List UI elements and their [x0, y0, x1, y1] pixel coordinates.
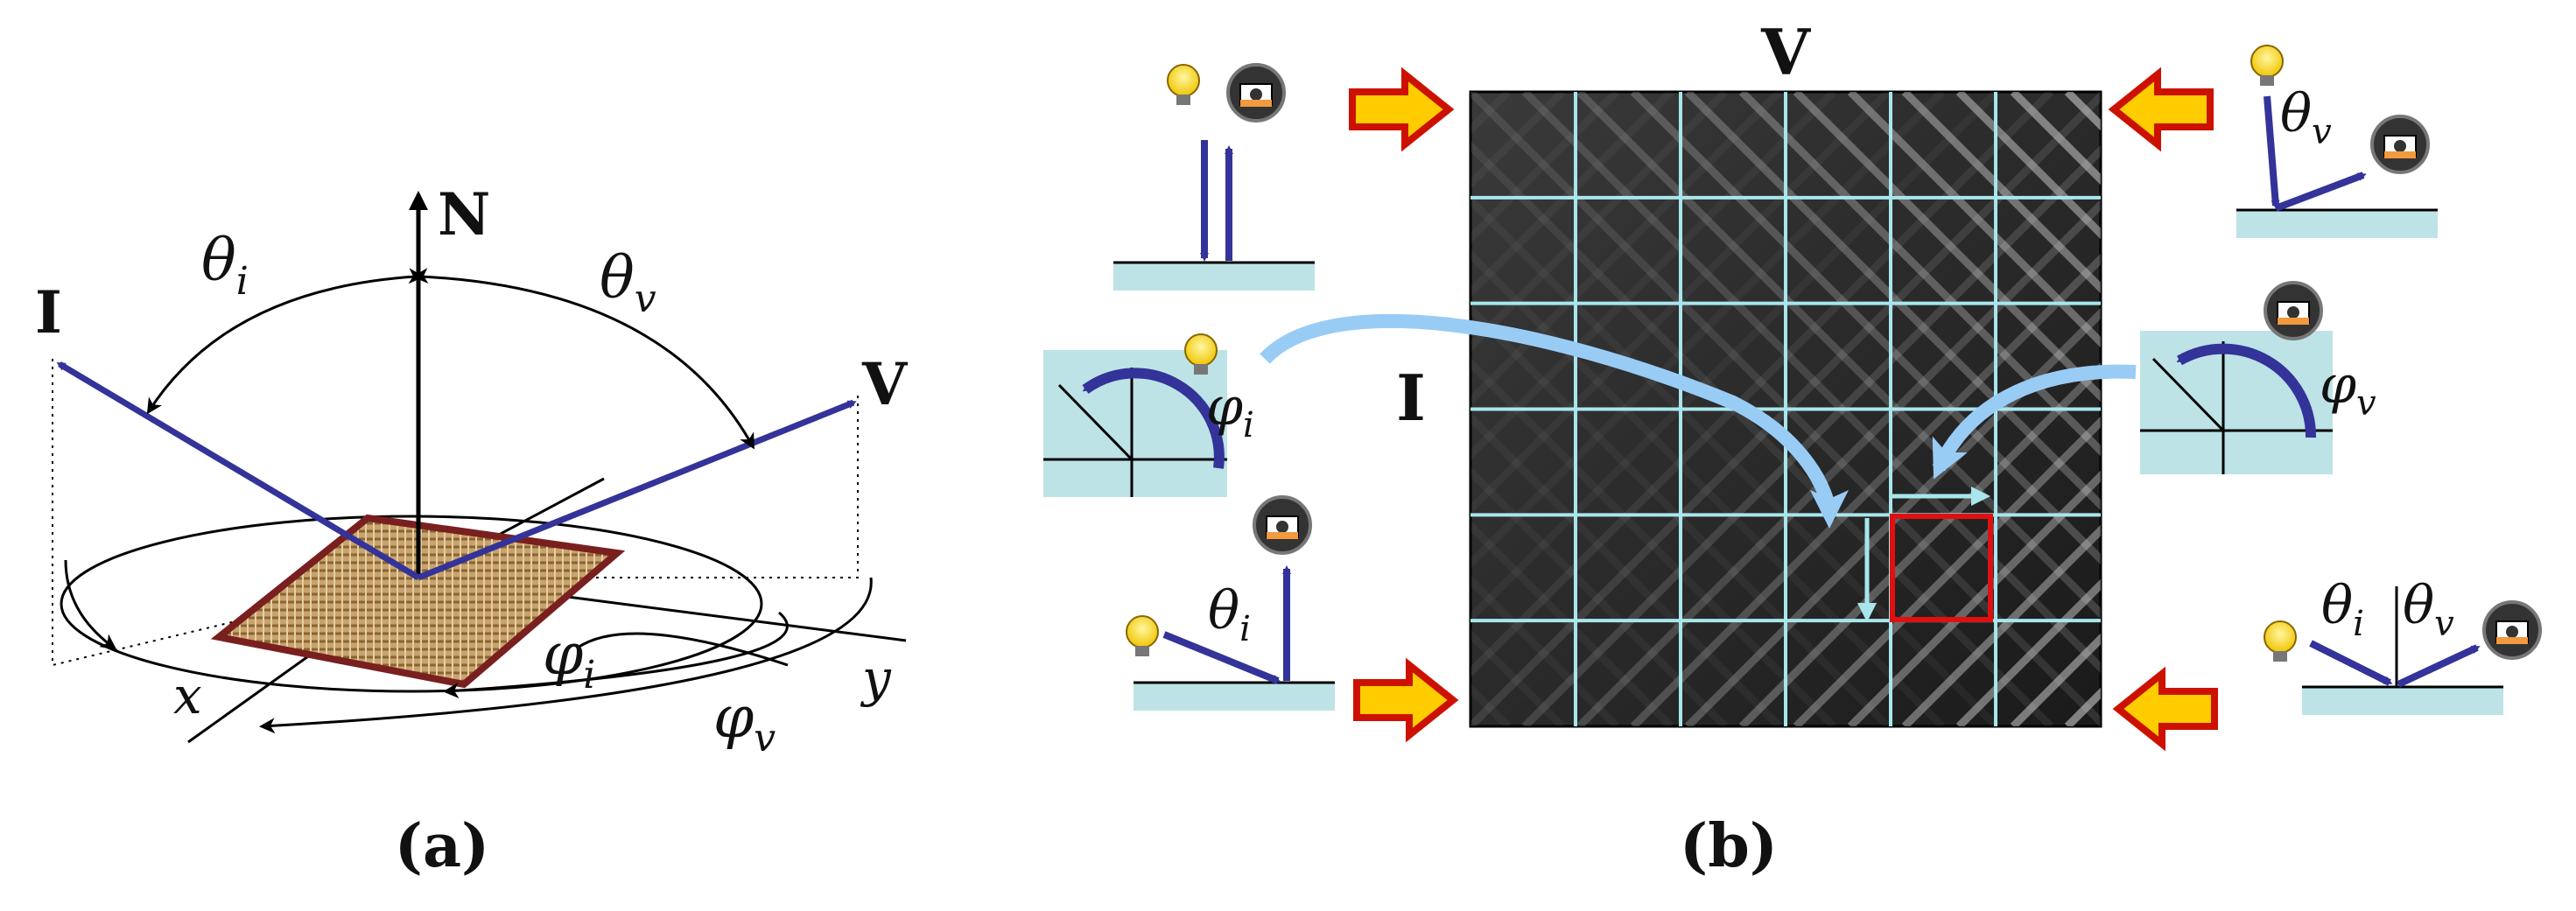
camera-icon — [2370, 115, 2430, 174]
light-bulb-icon — [2250, 45, 2284, 86]
config-theta-v: θv — [2236, 45, 2438, 238]
y-axis-label: y — [860, 648, 892, 708]
phi-i-arc-left — [64, 559, 117, 650]
phi-v-label: φv — [2320, 354, 2376, 424]
light-bulb-icon — [1184, 333, 1218, 375]
phi-i-arc — [443, 611, 789, 699]
block-arrow-bottom-right — [2112, 666, 2218, 752]
phi-i-label: φi — [1206, 376, 1254, 445]
config-phi-i: φi — [1043, 333, 1254, 497]
view-angled-arrow — [2274, 172, 2367, 212]
theta-v-symbol: θv — [600, 244, 656, 321]
theta-i-arc — [146, 268, 429, 415]
view-label: V — [861, 350, 909, 418]
theta-v-arc — [408, 268, 755, 450]
config-theta-i: θi — [1126, 495, 1335, 711]
camera-icon — [1226, 63, 1286, 123]
normal-label: N — [438, 180, 490, 249]
theta-v-label: θv — [2280, 83, 2332, 152]
incident-angled-arrow — [2309, 640, 2393, 686]
panel-a: N I V θi θv φi φv x y (a) — [35, 180, 909, 881]
panel-b: V I — [1043, 15, 2542, 881]
azimuth-ellipse — [60, 515, 763, 693]
phi-v-symbol: φv — [713, 683, 776, 760]
block-arrow-top-left — [1349, 67, 1455, 152]
incident-label: I — [35, 278, 62, 347]
phi-i-rotation-arrow — [1082, 368, 1225, 469]
phi-i-mapping-arrow — [1260, 313, 1849, 529]
grid-label-v: V — [1760, 15, 1811, 89]
light-bulb-icon — [1167, 64, 1200, 105]
light-bulb-icon — [1126, 615, 1159, 656]
phi-v-mapping-arrow — [1932, 364, 2137, 480]
config-theta-i-v: θi θv — [2264, 575, 2542, 715]
panel-a-caption: (a) — [395, 811, 489, 881]
block-arrow-top-right — [2108, 67, 2214, 152]
camera-icon — [1253, 495, 1312, 555]
panel-b-caption: (b) — [1680, 811, 1778, 881]
grid-label-i: I — [1396, 361, 1426, 435]
grid-lines — [1470, 92, 2101, 726]
surface-block — [1113, 263, 1315, 291]
light-bulb-icon — [2264, 620, 2297, 662]
phi-v-rotation-arrow — [2176, 343, 2317, 438]
camera-icon — [2264, 281, 2323, 340]
theta-i-br-label: θi — [2321, 575, 2364, 644]
camera-icon — [2482, 600, 2542, 660]
config-top-left — [1113, 63, 1315, 291]
phi-i-symbol: φi — [543, 620, 595, 697]
theta-i-symbol: θi — [201, 227, 249, 304]
incident-normal-arrow — [2264, 95, 2280, 209]
incident-angled-arrow — [1162, 631, 1281, 684]
textile-sample — [210, 514, 626, 689]
incident-vector — [56, 361, 420, 581]
x-axis-label: x — [173, 666, 202, 725]
phi-v-arc — [259, 577, 873, 734]
config-phi-v: φv — [2140, 281, 2376, 474]
theta-v-br-label: θv — [2403, 575, 2454, 644]
view-vector — [417, 399, 857, 581]
view-angled-arrow — [2397, 644, 2481, 688]
theta-i-label: θi — [1208, 580, 1251, 649]
block-arrow-bottom-left — [1353, 657, 1459, 743]
highlighted-cell — [1890, 514, 1993, 622]
